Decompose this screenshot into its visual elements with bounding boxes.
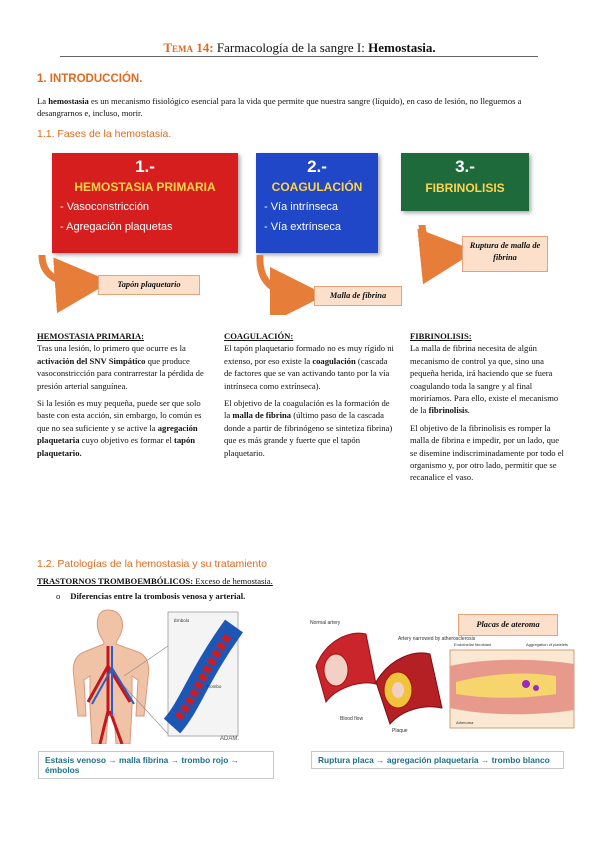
fibrinolisis-p1-a: La malla de fibrina necesita de algún me… [410,343,559,416]
coagulacion-p1: El tapón plaquetario formado no es muy r… [224,342,394,392]
intro-text-bold: hemostasia [48,96,89,106]
phase-2-box: 2.- COAGULACIÓN - Vía intrínseca - Vía e… [256,153,378,253]
header-divider [60,56,538,57]
intro-paragraph: La hemostasia es un mecanismo fisiológic… [37,95,567,120]
intro-text-start: La [37,96,49,106]
primaria-p2-b: agregación plaquetaria [37,422,198,446]
fibrinolisis-p1: La malla de fibrina necesita de algún me… [410,342,565,416]
callout-ruptura: Ruptura de malla de fibrina [462,236,548,272]
primaria-p2-a: Si la lesión es muy pequeña, puede ser q… [37,398,202,433]
phase-1-number: 1.- [135,157,155,176]
label-plaque: Plaque [392,728,408,734]
phase-1-sub-1: - Vasoconstricción [60,201,150,213]
callout-malla: Malla de fibrina [314,286,402,306]
page-header: Tema 14: Farmacología de la sangre I: He… [0,40,599,56]
trastornos-line: TRASTORNOS TROMBOEMBÓLICOS: Exceso de he… [37,575,273,587]
coagulacion-p2-a: El objetivo de la coagulación es la form… [224,398,390,421]
column-primaria: HEMOSTASIA PRIMARIA: Tras una lesión, lo… [37,330,209,459]
intro-text-rest: es un mecanismo fisiológico esencial par… [37,96,522,119]
diferencias-line: o Diferencias entre la trombosis venosa y… [56,590,245,602]
label-embolo: Émbolo [174,617,190,623]
coagulacion-p1-c: (cascada de factores que se van activand… [224,355,390,391]
header-subject: Farmacología de la sangre I: [213,40,369,55]
phase-3-number: 3.- [455,157,475,176]
callout-tapon: Tapón plaquetario [98,275,200,295]
label-narrowed-artery: Artery narrowed by atherosclerosis [398,636,476,642]
flow-venoso: Estasis venoso → malla fibrina → trombo … [38,751,274,779]
intro-heading: 1. INTRODUCCIÓN. [37,73,143,85]
fibrinolisis-p1-b: fibrinolisis [428,405,468,416]
phase-2-title: COAGULACIÓN [271,180,363,194]
coagulacion-p2-c: (último paso de la cascada donde a parti… [224,410,393,458]
phase-1-sub-2: - Agregación plaquetas [60,221,173,233]
phase-3-box: 3.- FIBRINOLISIS [401,153,529,211]
fibrinolisis-p1-c: . [467,405,470,416]
trastornos-bold: TRASTORNOS TROMBOEMBÓLICOS: [37,576,194,586]
fibrinolisis-p2: El objetivo de la fibrinolisis es romper… [410,422,564,483]
column-coagulacion: COAGULACIÓN: El tapón plaquetario formad… [224,330,394,459]
diferencias-text: Diferencias entre la trombosis venosa y … [70,591,246,601]
label-endothelial: Endothelial fibroblast [454,642,492,647]
coagulacion-p1-b: coagulación [312,355,356,366]
phase-2-sub-2: - Vía extrínseca [264,221,342,233]
figure-venous-thrombosis: Émbolo Trombo ADAM. [60,606,244,744]
primaria-p2: Si la lesión es muy pequeña, puede ser q… [37,397,209,459]
header-topic: Hemostasia. [368,40,436,55]
primaria-p2-c: cuyo objetivo es formar el [79,435,175,446]
column-fibrinolisis: FIBRINOLISIS: La malla de fibrina necesi… [410,330,565,484]
patologias-heading: 1.2. Patologías de la hemostasia y su tr… [37,558,267,570]
adam-logo: ADAM. [220,736,239,742]
label-blood-flow: Blood flow [340,716,363,722]
label-trombo: Trombo [206,684,222,689]
primaria-p1-b: activación del SNV Simpático [37,355,146,366]
phase-3-title: FIBRINOLISIS [425,181,505,195]
fibrinolisis-title: FIBRINOLISIS: [410,331,472,341]
bullet-icon: o [56,591,61,601]
coagulacion-p2-b: malla de fibrina [232,410,292,421]
coagulacion-p1-a: El tapón plaquetario formado no es muy r… [224,343,394,366]
trastornos-rest: Exceso de hemostasia. [193,576,273,586]
phase-1-title: HEMOSTASIA PRIMARIA [74,180,216,194]
primaria-p1-c: que produce vasoconstricción para contra… [37,355,204,391]
label-normal-artery: Normal artery [310,620,341,626]
phase-2-number: 2.- [307,157,327,176]
primaria-p2-d: tapón plaquetario. [37,435,196,458]
arrow-icon [256,254,326,315]
arrow-icon [417,225,476,285]
callout-placas: Placas de ateroma [458,614,558,636]
coagulacion-title: COAGULACIÓN: [224,331,294,341]
tema-label: Tema 14: [163,40,214,55]
primaria-p1-a: Tras una lesión, lo primero que ocurre e… [37,343,186,354]
arrow-icon [38,254,111,314]
phases-heading: 1.1. Fases de la hemostasia. [37,128,172,140]
primaria-title: HEMOSTASIA PRIMARIA: [37,331,145,341]
label-aggregation: Aggregation of platelets [526,642,568,647]
label-atheroma: Atheroma [456,720,474,725]
primaria-p1: Tras una lesión, lo primero que ocurre e… [37,342,209,392]
flow-arterial: Ruptura placa → agregación plaquetaria →… [311,751,564,769]
phase-1-box: 1.- HEMOSTASIA PRIMARIA - Vasoconstricci… [52,153,238,253]
phase-arrows [38,225,476,315]
phase-2-sub-1: - Vía intrínseca [264,201,338,213]
coagulacion-p2: El objetivo de la coagulación es la form… [224,397,394,459]
